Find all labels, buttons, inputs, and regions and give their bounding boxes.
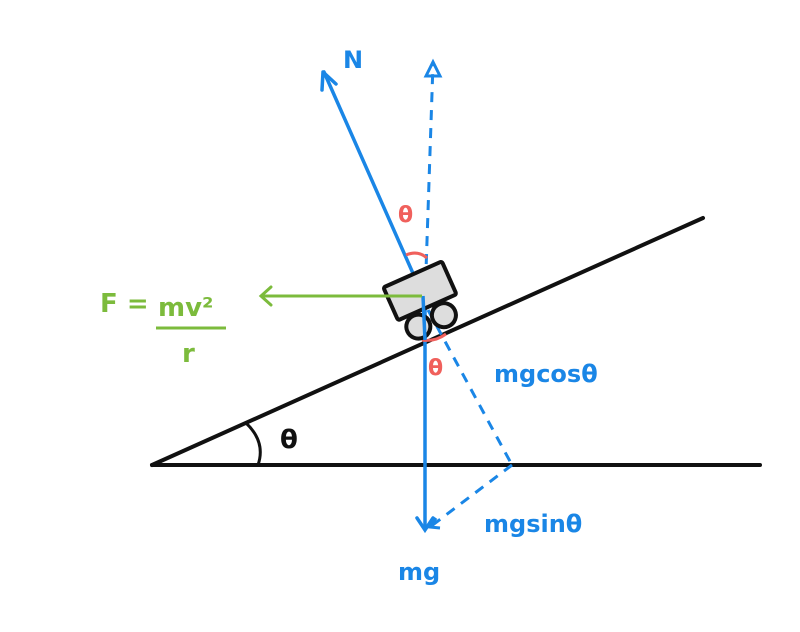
mgcos-component [426, 309, 514, 466]
incline-angle-arc [244, 421, 262, 466]
upper-angle-arc [405, 251, 428, 260]
normal-force-label: N [343, 46, 363, 74]
incline-angle-label: θ [280, 425, 298, 455]
mgsin-arrowhead-icon [427, 517, 441, 530]
weight-through-cart [421, 295, 427, 341]
mgcos-label: mgcosθ [494, 360, 598, 388]
lower-theta-label: θ [428, 356, 443, 381]
mgsin-label: mgsinθ [484, 510, 582, 538]
weight-label: mg [398, 558, 440, 586]
force-denominator: r [182, 339, 195, 369]
cart-wheel [429, 301, 458, 330]
normal-force-arrow [322, 70, 425, 298]
upper-theta-label: θ [398, 203, 413, 228]
vertical-dashed-line [423, 63, 435, 301]
lower-angle-arc [421, 332, 447, 342]
vertical-arrowhead-icon [423, 58, 443, 78]
normal-arrowhead-icon [320, 70, 338, 92]
force-numerator: mv² [158, 293, 213, 323]
weight-arrowhead-icon [415, 516, 435, 534]
force-equation-lhs: F = [100, 289, 149, 319]
